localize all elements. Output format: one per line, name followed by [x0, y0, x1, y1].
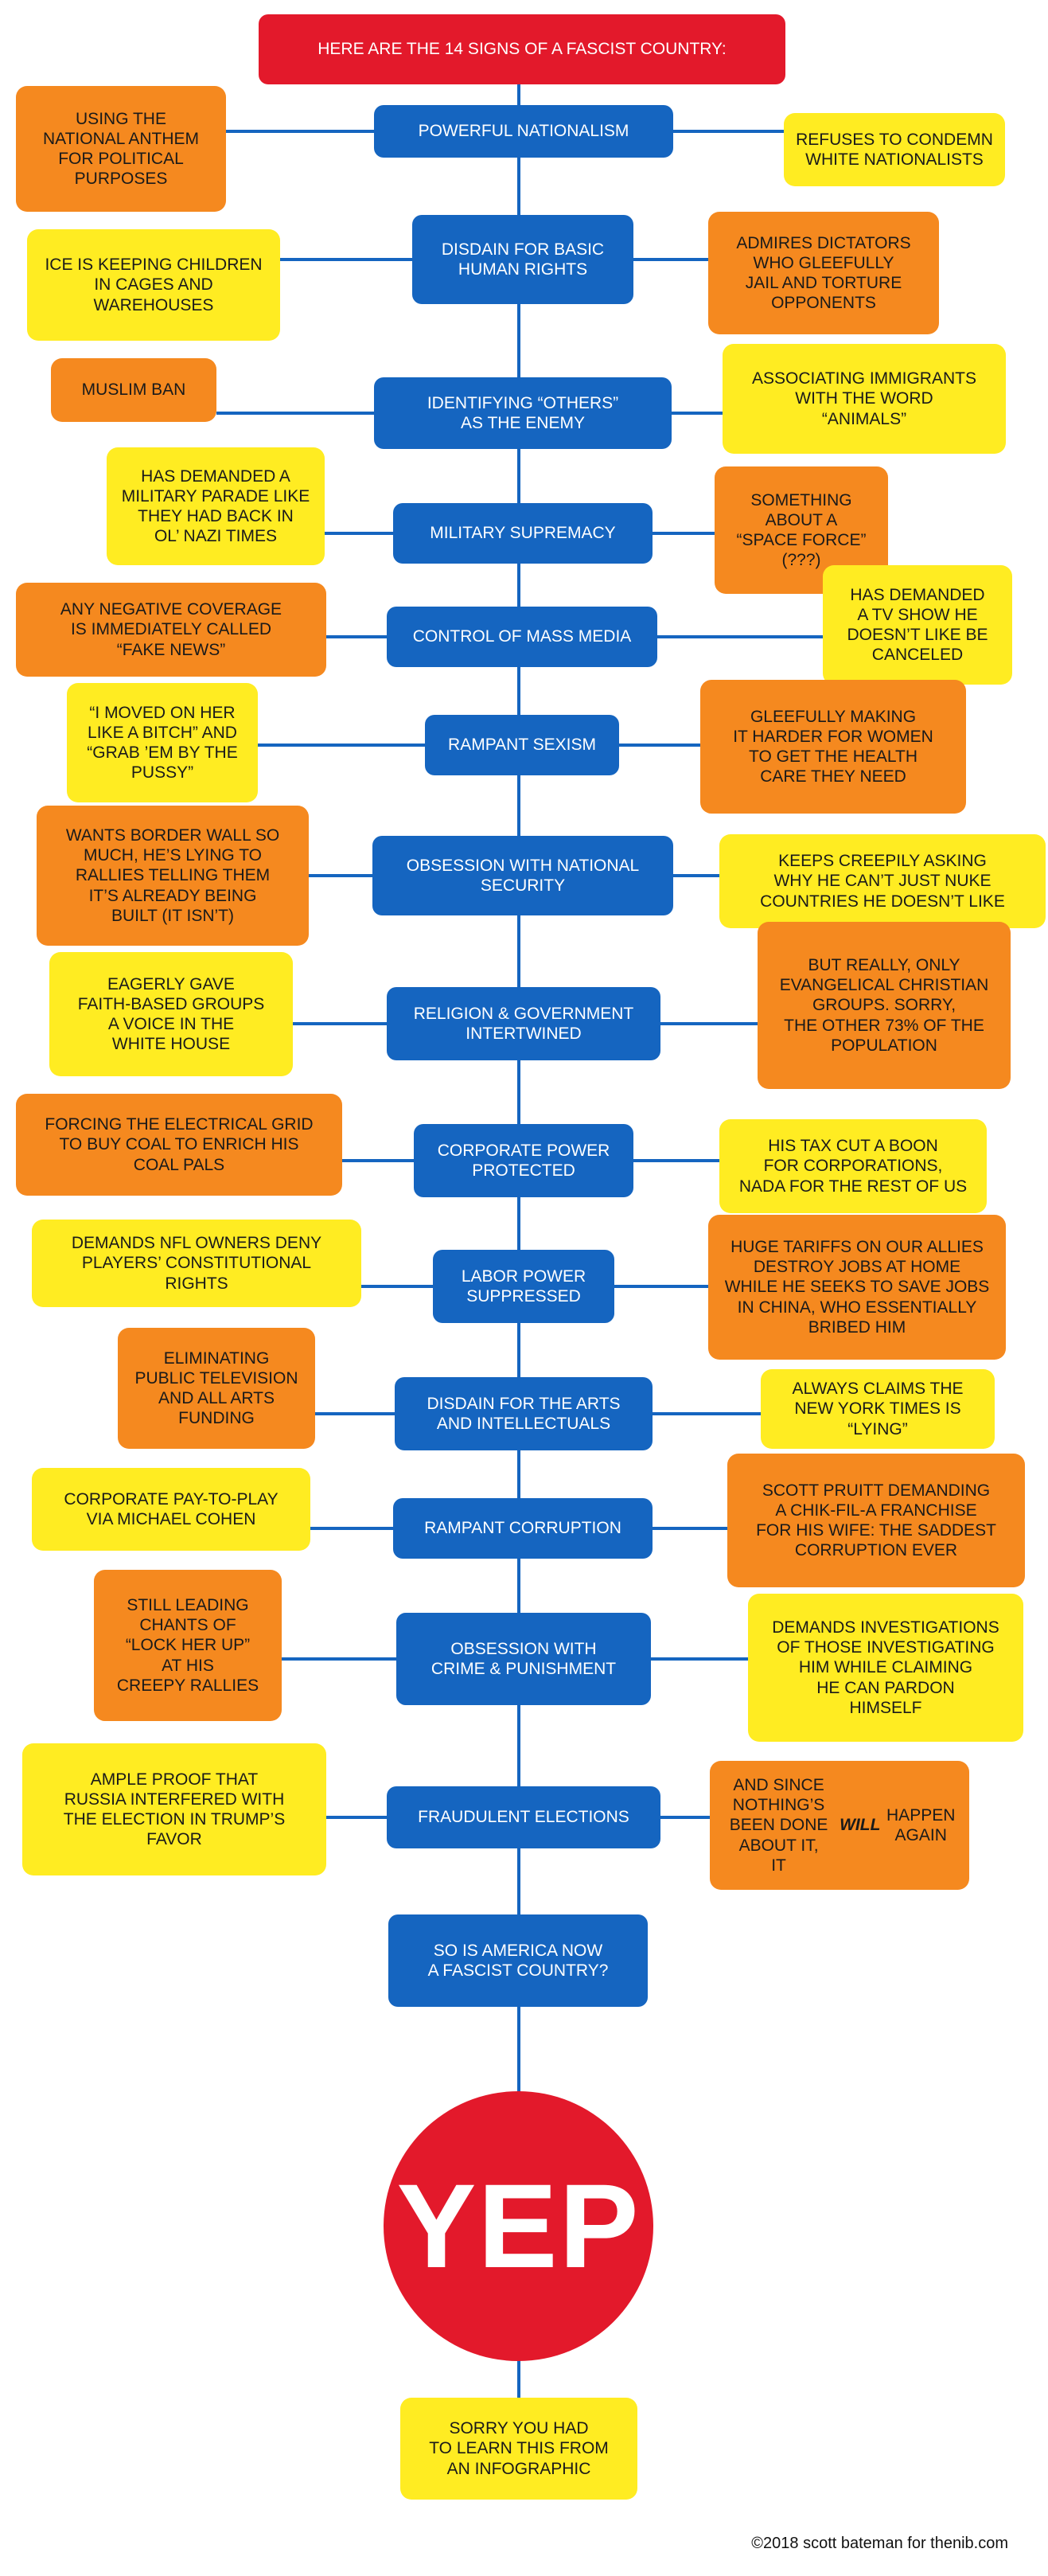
example-right-9: HIS TAX CUT A BOON FOR CORPORATIONS, NAD… [719, 1119, 987, 1213]
sign-box-7: OBSESSION WITH NATIONAL SECURITY [372, 836, 673, 915]
answer-text: YEP [396, 2159, 641, 2293]
emphasis-text: WILL [840, 1816, 881, 1835]
example-left-12: CORPORATE PAY-TO-PLAY VIA MICHAEL COHEN [32, 1468, 310, 1551]
sign-box-12: RAMPANT CORRUPTION [393, 1498, 653, 1559]
example-right-6: GLEEFULLY MAKING IT HARDER FOR WOMEN TO … [700, 680, 966, 814]
sign-box-11: DISDAIN FOR THE ARTS AND INTELLECTUALS [395, 1377, 653, 1450]
example-right-7: KEEPS CREEPILY ASKING WHY HE CAN’T JUST … [719, 834, 1046, 928]
sign-box-1: POWERFUL NATIONALISM [374, 105, 673, 158]
sign-box-4: MILITARY SUPREMACY [393, 503, 653, 564]
example-left-10: DEMANDS NFL OWNERS DENY PLAYERS’ CONSTIT… [32, 1220, 361, 1307]
example-right-8: BUT REALLY, ONLY EVANGELICAL CHRISTIAN G… [758, 922, 1011, 1089]
example-right-5: HAS DEMANDED A TV SHOW HE DOESN’T LIKE B… [823, 565, 1012, 685]
sign-box-6: RAMPANT SEXISM [425, 715, 619, 775]
example-right-4: SOMETHING ABOUT A “SPACE FORCE” (???) [715, 466, 888, 594]
example-left-1: USING THE NATIONAL ANTHEM FOR POLITICAL … [16, 86, 226, 212]
sign-box-13: OBSESSION WITH CRIME & PUNISHMENT [396, 1613, 651, 1705]
example-left-6: “I MOVED ON HER LIKE A BITCH” AND “GRAB … [67, 683, 258, 802]
sign-box-3: IDENTIFYING “OTHERS” AS THE ENEMY [374, 377, 672, 449]
example-left-5: ANY NEGATIVE COVERAGE IS IMMEDIATELY CAL… [16, 583, 326, 677]
example-left-7: WANTS BORDER WALL SO MUCH, HE’S LYING TO… [37, 806, 309, 946]
sign-box-9: CORPORATE POWER PROTECTED [414, 1124, 633, 1197]
example-left-4: HAS DEMANDED A MILITARY PARADE LIKE THEY… [107, 447, 325, 565]
example-left-9: FORCING THE ELECTRICAL GRID TO BUY COAL … [16, 1094, 342, 1196]
sign-box-10: LABOR POWER SUPPRESSED [433, 1250, 614, 1323]
example-left-13: STILL LEADING CHANTS OF “LOCK HER UP” AT… [94, 1570, 282, 1721]
example-right-1: REFUSES TO CONDEMN WHITE NATIONALISTS [784, 113, 1005, 186]
apology-box: SORRY YOU HAD TO LEARN THIS FROM AN INFO… [400, 2398, 637, 2500]
example-left-11: ELIMINATING PUBLIC TELEVISION AND ALL AR… [118, 1328, 315, 1449]
example-right-11: ALWAYS CLAIMS THE NEW YORK TIMES IS “LYI… [761, 1369, 995, 1449]
title-banner: HERE ARE THE 14 SIGNS OF A FASCIST COUNT… [259, 14, 785, 84]
example-right-10: HUGE TARIFFS ON OUR ALLIES DESTROY JOBS … [708, 1215, 1006, 1360]
example-left-8: EAGERLY GAVE FAITH-BASED GROUPS A VOICE … [49, 952, 293, 1076]
example-left-14: AMPLE PROOF THAT RUSSIA INTERFERED WITH … [22, 1743, 326, 1875]
example-right-14: AND SINCE NOTHING’S BEEN DONE ABOUT IT, … [710, 1761, 969, 1890]
example-right-13: DEMANDS INVESTIGATIONS OF THOSE INVESTIG… [748, 1594, 1023, 1742]
example-right-12: SCOTT PRUITT DEMANDING A CHIK-FIL-A FRAN… [727, 1454, 1025, 1587]
example-left-2: ICE IS KEEPING CHILDREN IN CAGES AND WAR… [27, 229, 280, 341]
question-box: SO IS AMERICA NOW A FASCIST COUNTRY? [388, 1914, 648, 2007]
sign-box-14: FRAUDULENT ELECTIONS [387, 1786, 660, 1848]
example-left-3: MUSLIM BAN [51, 358, 216, 422]
sign-box-8: RELIGION & GOVERNMENT INTERTWINED [387, 987, 660, 1060]
example-right-2: ADMIRES DICTATORS WHO GLEEFULLY JAIL AND… [708, 212, 939, 334]
credit-text: ©2018 scott bateman for thenib.com [751, 2535, 1008, 2552]
sign-box-5: CONTROL OF MASS MEDIA [387, 607, 657, 667]
example-right-3: ASSOCIATING IMMIGRANTS WITH THE WORD “AN… [723, 344, 1006, 454]
sign-box-2: DISDAIN FOR BASIC HUMAN RIGHTS [412, 215, 633, 304]
yep-circle: YEP [384, 2091, 653, 2361]
